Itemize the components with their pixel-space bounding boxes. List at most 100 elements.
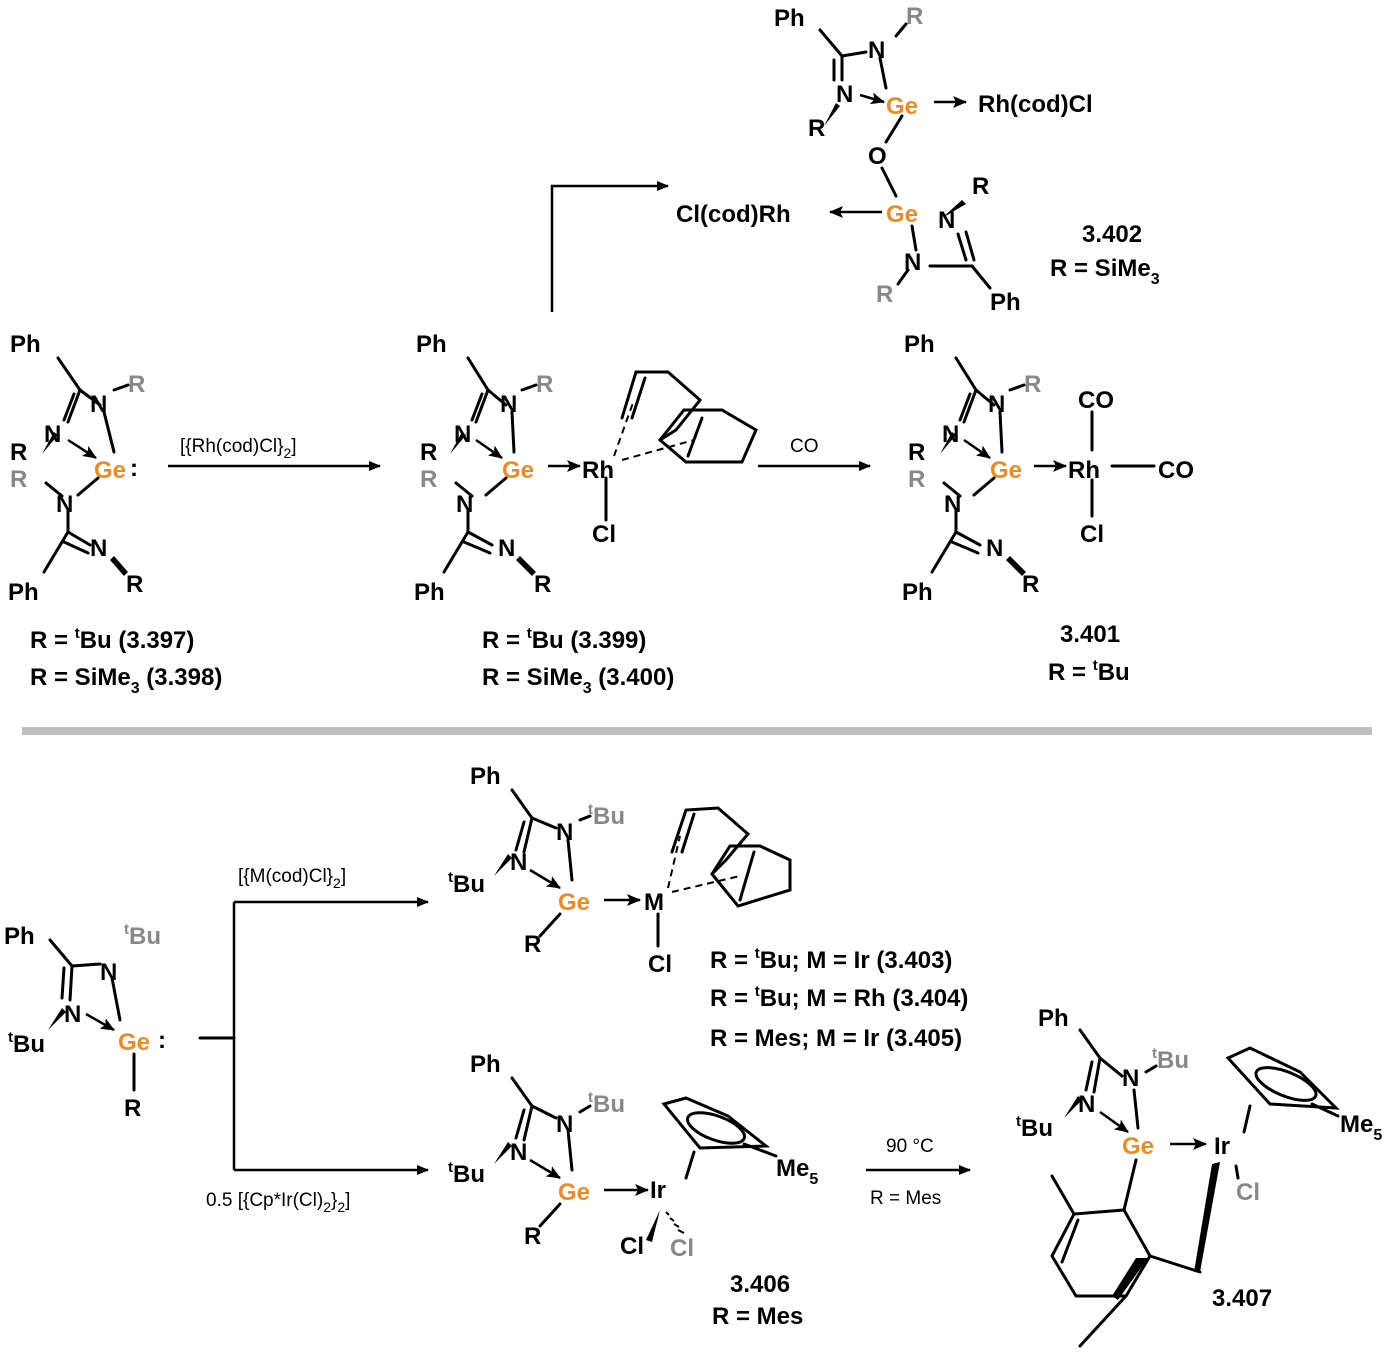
- rh-cod-cl-label: Rh(cod)Cl: [978, 91, 1093, 118]
- germylene-rh-cod-complex: Ph N R N R R Ge Rh Cl N N R Ph: [414, 331, 758, 606]
- nitrogen-label: N: [942, 421, 959, 448]
- r-group-label: R: [420, 466, 437, 493]
- r-group-label: R: [524, 931, 541, 958]
- iridium-label: Ir: [650, 1177, 666, 1204]
- phenyl-label: Ph: [774, 5, 805, 32]
- phenyl-label: Ph: [1038, 1005, 1069, 1032]
- tbu-label: tBu: [588, 1089, 625, 1118]
- lone-pair-label: :: [130, 455, 138, 482]
- nitrogen-label: N: [90, 391, 107, 418]
- reaction-arrow-to-3.402: [550, 181, 669, 312]
- nitrogen-label: N: [100, 959, 117, 986]
- phenyl-label: Ph: [990, 289, 1021, 316]
- phenyl-label: Ph: [470, 763, 501, 790]
- chloride-label: Cl: [620, 1233, 644, 1260]
- iridium-label: Ir: [1214, 1133, 1230, 1160]
- tbu-label: tBu: [448, 1159, 485, 1188]
- r-group-label: R: [972, 173, 989, 200]
- phenyl-label: Ph: [470, 1051, 501, 1078]
- reagent-rh-cod-cl: [{Rh(cod)Cl}2]: [180, 436, 297, 461]
- r-group-label: R: [124, 1095, 141, 1122]
- phenyl-label: Ph: [8, 579, 39, 606]
- nitrogen-label: N: [556, 1111, 573, 1138]
- reagent-cp-ir-cl: 0.5 [{Cp*Ir(Cl)2}2]: [206, 1190, 350, 1215]
- germanium-label: Ge: [886, 201, 918, 228]
- reagent-r-mes: R = Mes: [870, 1188, 941, 1209]
- phenyl-label: Ph: [902, 579, 933, 606]
- tbu-label: tBu: [1152, 1045, 1189, 1074]
- caption-3.404: R = tBu; M = Rh (3.404): [710, 983, 968, 1012]
- nitrogen-label: N: [456, 491, 473, 518]
- germanium-label: Ge: [558, 1179, 590, 1206]
- nitrogen-label: N: [56, 491, 73, 518]
- pentamethyl-label: Me5: [776, 1155, 818, 1188]
- nitrogen-label: N: [500, 391, 517, 418]
- nitrogen-label: N: [44, 421, 61, 448]
- tbu-label: tBu: [588, 801, 625, 830]
- phenyl-label: Ph: [416, 331, 447, 358]
- tbu-label: tBu: [8, 1029, 45, 1058]
- nitrogen-label: N: [64, 1001, 81, 1028]
- caption-3.397: R = tBu (3.397): [30, 625, 194, 654]
- chloride-label: Cl: [592, 521, 616, 548]
- compound-number-3.402: 3.402: [1082, 221, 1142, 248]
- chloride-label: Cl: [648, 951, 672, 978]
- oxygen-label: O: [868, 143, 887, 170]
- caption-3.401: R = tBu: [1048, 657, 1130, 686]
- metal-label: M: [644, 889, 664, 916]
- nitrogen-label: N: [986, 535, 1003, 562]
- nitrogen-label: N: [944, 491, 961, 518]
- germanium-label: Ge: [886, 93, 918, 120]
- nitrogen-label: N: [988, 391, 1005, 418]
- germylene-rh-dicarbonyl: Ph N R N R R Ge Rh CO CO Cl N N R Ph: [902, 331, 1194, 606]
- nitrogen-label: N: [454, 421, 471, 448]
- rhodium-label: Rh: [1068, 457, 1100, 484]
- r-group-label: R: [420, 439, 437, 466]
- compound-number-3.407: 3.407: [1212, 1285, 1272, 1312]
- chloride-label: Cl: [1236, 1179, 1260, 1206]
- tbu-label: tBu: [1016, 1113, 1053, 1142]
- r-group-label: R: [536, 371, 553, 398]
- germanium-label: Ge: [502, 457, 534, 484]
- nitrogen-label: N: [1078, 1091, 1095, 1118]
- phenyl-label: Ph: [904, 331, 935, 358]
- nitrogen-label: N: [868, 37, 885, 64]
- phenyl-label: Ph: [10, 331, 41, 358]
- r-group-label: R: [876, 281, 893, 308]
- germylene-cp-ir-complex: Ph N tBu N tBu Ge Ir Me5 R Cl Cl: [448, 1051, 818, 1262]
- r-group-label: R: [10, 466, 27, 493]
- r-group-label: R: [906, 3, 923, 30]
- caption-3.402: R = SiMe3: [1050, 255, 1160, 288]
- pentamethyl-label: Me5: [1340, 1111, 1382, 1144]
- nitrogen-label: N: [510, 849, 527, 876]
- nitrogen-label: N: [498, 535, 515, 562]
- germanium-label: Ge: [558, 889, 590, 916]
- r-group-label: R: [126, 571, 143, 598]
- section-divider: [22, 727, 1372, 735]
- rhodium-label: Rh: [582, 457, 614, 484]
- chloride-label: Cl: [670, 1235, 694, 1262]
- reagent-co: CO: [790, 436, 819, 457]
- r-group-label: R: [524, 1223, 541, 1250]
- tbu-label: tBu: [448, 869, 485, 898]
- germanium-label: Ge: [118, 1029, 150, 1056]
- nitrogen-label: N: [836, 81, 853, 108]
- nitrogen-label: N: [938, 207, 955, 234]
- germanium-label: Ge: [94, 457, 126, 484]
- cl-cod-rh-label: Cl(cod)Rh: [676, 201, 791, 228]
- cyclometalated-ir-complex: Ph N tBu N tBu Ge Ir Me5 Cl: [1016, 1005, 1382, 1348]
- r-group-label: R: [908, 466, 925, 493]
- lone-pair-label: :: [158, 1027, 166, 1054]
- r-group-label: R: [128, 371, 145, 398]
- r-group-label: R: [10, 439, 27, 466]
- phenyl-label: Ph: [414, 579, 445, 606]
- nitrogen-label: N: [90, 535, 107, 562]
- r-group-label: R: [808, 115, 825, 142]
- germylene-amidinate-start: Ph N R N R R Ge : N N R Ph: [8, 331, 145, 606]
- chloride-label: Cl: [1080, 521, 1104, 548]
- nitrogen-label: N: [556, 819, 573, 846]
- r-group-label: R: [908, 439, 925, 466]
- nitrogen-label: N: [510, 1139, 527, 1166]
- nitrogen-label: N: [904, 249, 921, 276]
